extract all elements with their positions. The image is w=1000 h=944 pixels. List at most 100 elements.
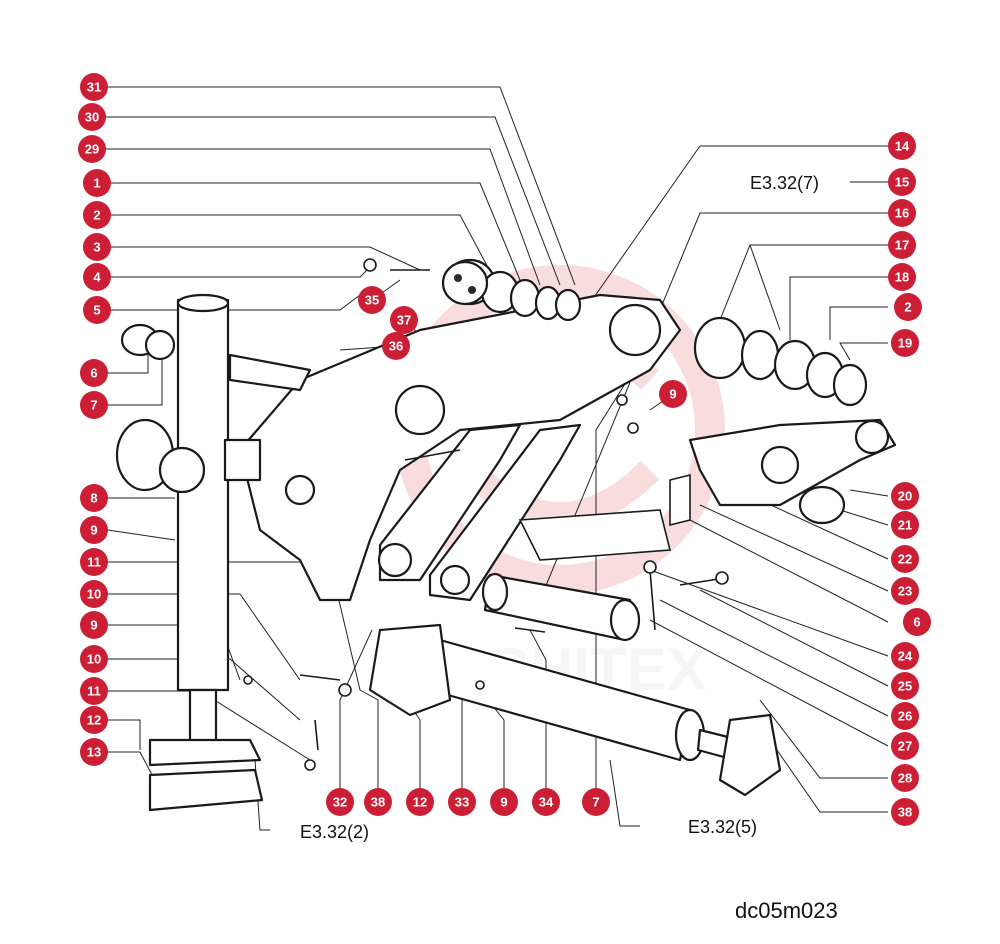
svg-text:4: 4 (93, 270, 101, 285)
svg-text:30: 30 (85, 110, 99, 125)
callout-21: 21 (891, 511, 919, 539)
callout-18: 18 (888, 263, 916, 291)
svg-text:8: 8 (90, 491, 97, 506)
callout-12-left: 12 (80, 706, 108, 734)
callout-36: 36 (382, 332, 410, 360)
callout-9-inner: 9 (659, 380, 687, 408)
svg-text:11: 11 (87, 684, 101, 699)
vertical-post (176, 298, 230, 692)
callout-8: 8 (80, 484, 108, 512)
ref-label-e3-32-5: E3.32(5) (688, 817, 757, 837)
callout-20: 20 (891, 482, 919, 510)
svg-text:15: 15 (895, 175, 909, 190)
drawing-code: dc05m023 (735, 898, 838, 923)
svg-text:1: 1 (93, 176, 100, 191)
callout-6-right: 6 (903, 608, 931, 636)
callout-7-bottom: 7 (582, 788, 610, 816)
svg-text:11: 11 (87, 555, 101, 570)
svg-text:9: 9 (500, 795, 507, 810)
svg-text:25: 25 (898, 679, 912, 694)
callout-33: 33 (448, 788, 476, 816)
svg-text:17: 17 (895, 238, 909, 253)
callout-34: 34 (532, 788, 560, 816)
svg-text:19: 19 (898, 336, 912, 351)
svg-text:36: 36 (389, 339, 403, 354)
callout-1: 1 (83, 169, 111, 197)
link-arm-front (378, 423, 522, 582)
svg-text:10: 10 (87, 587, 101, 602)
svg-text:33: 33 (455, 795, 469, 810)
callout-5: 5 (83, 296, 111, 324)
svg-text:9: 9 (90, 618, 97, 633)
svg-text:18: 18 (895, 270, 909, 285)
callout-14: 14 (888, 132, 916, 160)
callout-7-left: 7 (80, 391, 108, 419)
callout-27: 27 (891, 732, 919, 760)
callout-38-right: 38 (891, 798, 919, 826)
svg-text:37: 37 (397, 313, 411, 328)
svg-text:12: 12 (413, 795, 427, 810)
callout-24: 24 (891, 642, 919, 670)
svg-text:28: 28 (898, 771, 912, 786)
callout-32: 32 (326, 788, 354, 816)
callout-38-bottom: 38 (364, 788, 392, 816)
svg-text:27: 27 (898, 739, 912, 754)
svg-text:24: 24 (898, 649, 913, 664)
svg-text:29: 29 (85, 142, 99, 157)
link-arm-rear (428, 423, 582, 602)
svg-text:16: 16 (895, 206, 909, 221)
callout-2: 2 (83, 201, 111, 229)
callout-12-bottom: 12 (406, 788, 434, 816)
svg-text:3: 3 (93, 240, 100, 255)
svg-text:38: 38 (898, 805, 912, 820)
callout-25: 25 (891, 672, 919, 700)
svg-text:5: 5 (93, 303, 100, 318)
svg-text:34: 34 (539, 795, 554, 810)
callout-17: 17 (888, 231, 916, 259)
svg-text:38: 38 (371, 795, 385, 810)
svg-text:22: 22 (898, 552, 912, 567)
callout-11-left-a: 11 (80, 548, 108, 576)
callout-29: 29 (78, 135, 106, 163)
callout-22: 22 (891, 545, 919, 573)
svg-text:9: 9 (90, 523, 97, 538)
callout-4: 4 (83, 263, 111, 291)
svg-text:35: 35 (365, 293, 379, 308)
callout-10-left-b: 10 (80, 645, 108, 673)
callout-16: 16 (888, 199, 916, 227)
callout-6-left: 6 (80, 359, 108, 387)
ref-label-e3-32-7: E3.32(7) (750, 173, 819, 193)
machine-parts (115, 258, 897, 812)
svg-text:32: 32 (333, 795, 347, 810)
svg-text:10: 10 (87, 652, 101, 667)
svg-text:2: 2 (93, 208, 100, 223)
callout-35: 35 (358, 286, 386, 314)
base-plate-upper (148, 738, 262, 767)
callout-23: 23 (891, 577, 919, 605)
svg-text:6: 6 (90, 366, 97, 381)
callout-9-bottom: 9 (490, 788, 518, 816)
svg-text:12: 12 (87, 713, 101, 728)
callout-26: 26 (891, 702, 919, 730)
callout-37: 37 (390, 306, 418, 334)
callout-9-left-a: 9 (80, 516, 108, 544)
svg-text:7: 7 (90, 398, 97, 413)
svg-text:6: 6 (913, 615, 920, 630)
callout-13: 13 (80, 738, 108, 766)
svg-text:14: 14 (895, 139, 910, 154)
callout-10-left-a: 10 (80, 580, 108, 608)
callout-11-left-b: 11 (80, 677, 108, 705)
svg-text:13: 13 (87, 745, 101, 760)
base-plate-lower (148, 768, 264, 812)
ref-label-e3-32-2: E3.32(2) (300, 822, 369, 842)
callout-2-right: 2 (894, 293, 922, 321)
callout-3: 3 (83, 233, 111, 261)
svg-text:31: 31 (87, 80, 101, 95)
svg-text:23: 23 (898, 584, 912, 599)
svg-text:21: 21 (898, 518, 912, 533)
callout-28: 28 (891, 764, 919, 792)
svg-text:20: 20 (898, 489, 912, 504)
callout-19: 19 (891, 329, 919, 357)
svg-text:7: 7 (592, 795, 599, 810)
callout-31: 31 (80, 73, 108, 101)
